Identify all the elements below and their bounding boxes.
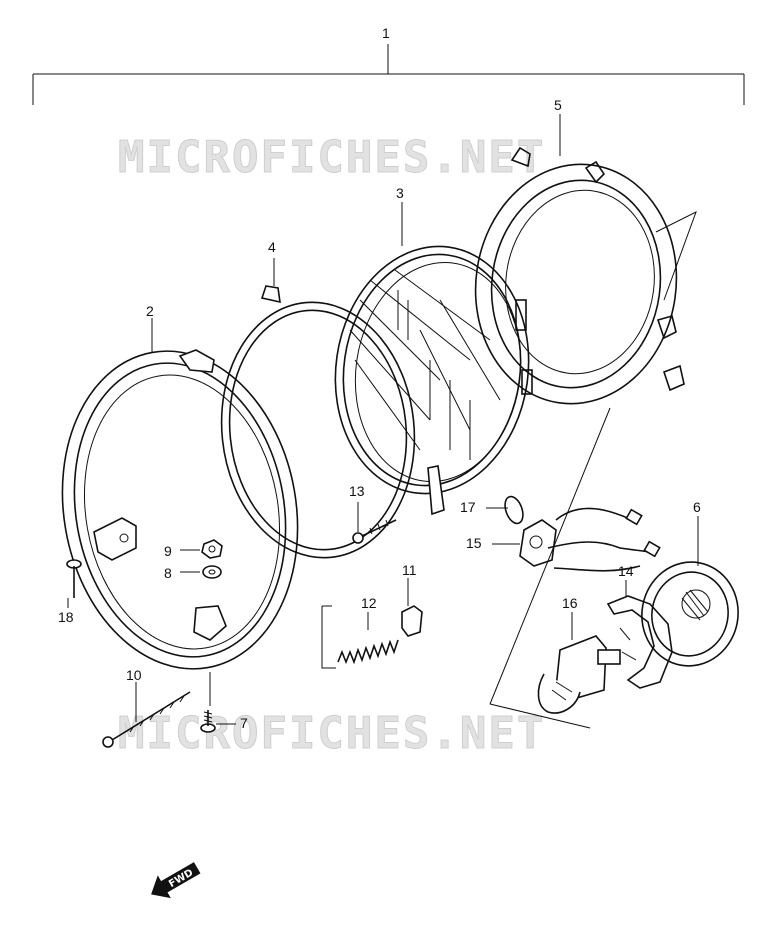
callout-13: 13 [349, 483, 365, 499]
callout-labels: 1 2 3 4 5 6 7 8 9 10 11 12 13 14 15 16 1… [58, 25, 701, 731]
callout-8: 8 [164, 565, 172, 581]
watermark-top: MICROFICHES.NET [118, 132, 545, 183]
callout-12: 12 [361, 595, 377, 611]
fwd-arrow-icon: FWD [151, 862, 201, 899]
housing-rim-drawing [61, 318, 299, 670]
leader-lines [67, 502, 520, 722]
headlight-bulb-drawing [537, 612, 621, 714]
callout-5: 5 [554, 97, 562, 113]
socket-cover-drawing [641, 516, 739, 667]
guide-lines [489, 210, 697, 729]
callout-17: 17 [460, 499, 476, 515]
electrical-drawing [504, 495, 661, 572]
callout-11: 11 [402, 562, 417, 578]
callout-10: 10 [126, 667, 142, 683]
callout-16: 16 [562, 595, 578, 611]
callout-6: 6 [693, 499, 701, 515]
callout-15: 15 [466, 535, 482, 551]
watermark-bottom: MICROFICHES.NET [118, 708, 545, 759]
headlight-case-drawing [474, 114, 685, 405]
callout-3: 3 [396, 185, 404, 201]
callout-9: 9 [164, 543, 172, 559]
holder-spring-drawing [606, 580, 673, 689]
callout-14: 14 [618, 563, 634, 579]
callout-1: 1 [382, 25, 390, 41]
callout-18: 18 [58, 609, 74, 625]
callout-4: 4 [268, 239, 276, 255]
hardware-drawing [66, 519, 423, 748]
assembly-bracket [32, 44, 745, 105]
lens-reflector-drawing [334, 202, 533, 495]
retaining-ring-drawing [220, 258, 445, 559]
callout-7: 7 [240, 715, 248, 731]
callout-2: 2 [146, 303, 154, 319]
